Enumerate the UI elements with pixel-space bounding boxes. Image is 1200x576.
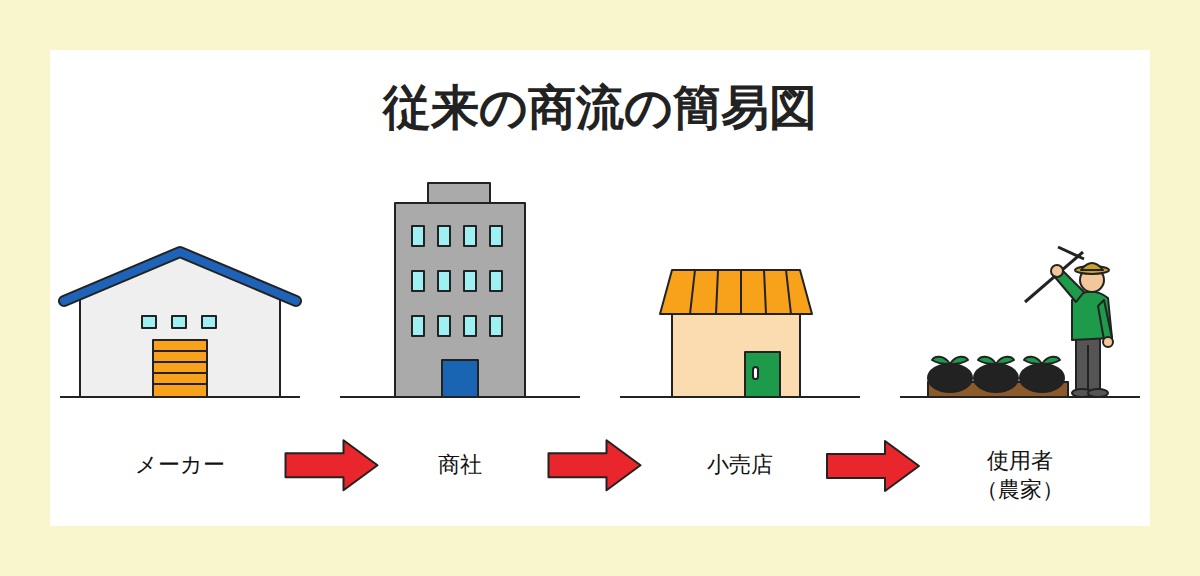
stage-label: 商社: [432, 447, 488, 484]
stage-label: メーカー: [129, 447, 231, 484]
arrow-shape: [549, 440, 641, 490]
flow-arrow: [549, 440, 641, 490]
stage-label: 使用者 （農家）: [967, 443, 1074, 508]
stage-text: 使用者 （農家）: [973, 447, 1068, 504]
flow-arrow: [286, 440, 378, 490]
title-text: 従来の商流の簡易図: [383, 79, 817, 135]
stage-text: 小売店: [707, 451, 773, 480]
title: 従来の商流の簡易図: [0, 76, 1200, 140]
stage-text: 商社: [438, 451, 482, 480]
arrow-shape: [286, 440, 378, 490]
flow-arrow: [827, 441, 919, 491]
arrow-shape: [827, 441, 919, 491]
stage-text: メーカー: [135, 451, 225, 480]
stage-label: 小売店: [701, 447, 779, 484]
